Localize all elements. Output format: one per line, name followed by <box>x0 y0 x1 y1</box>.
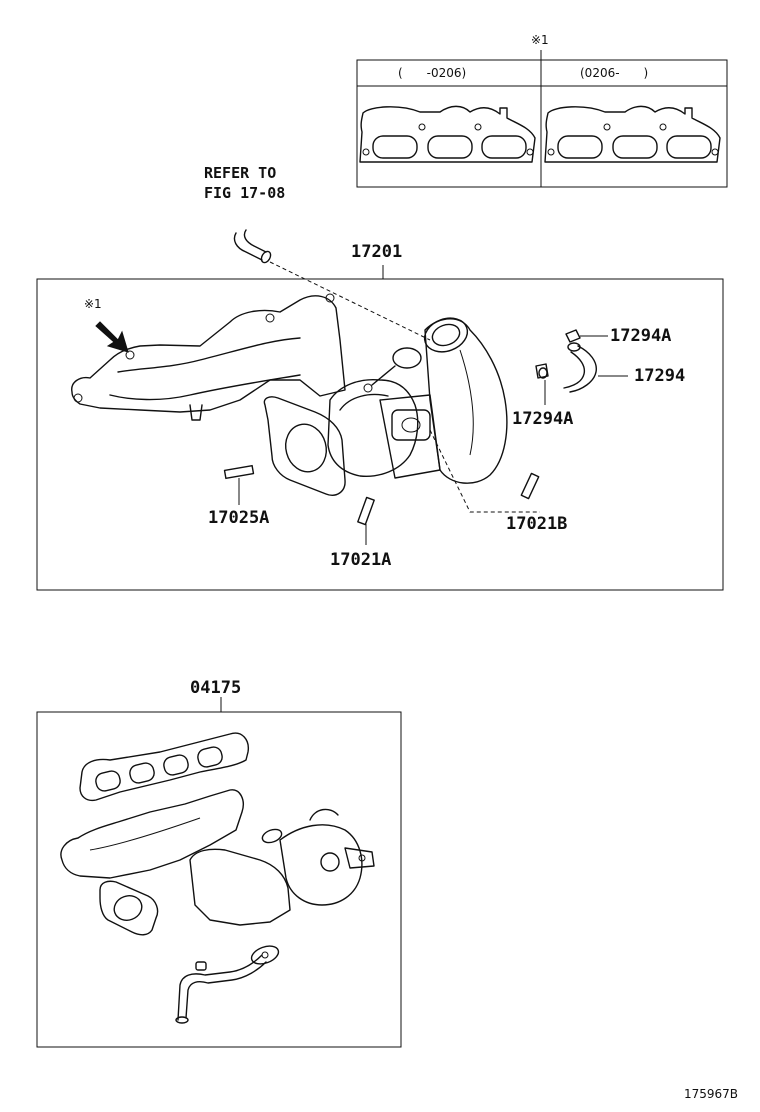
stud-17021a-drawing <box>357 496 375 545</box>
refer-line1: REFER TO <box>204 164 277 182</box>
gasket-kit-box <box>36 697 402 1048</box>
variant-col2-label: (0206- ) <box>580 66 649 80</box>
label-17294a-top: 17294A <box>610 326 672 346</box>
gasket-late-drawing <box>544 105 721 163</box>
label-17021b: 17021B <box>506 514 568 534</box>
note-marker-arrow: ※1 <box>84 297 102 311</box>
label-17021a: 17021A <box>330 550 392 570</box>
turbo-manifold-drawing <box>71 293 540 513</box>
turbo-assembly-box <box>36 265 724 591</box>
label-17201: 17201 <box>351 242 403 262</box>
variant-col1-label: ( -0206) <box>398 66 467 80</box>
label-17294a-bottom: 17294A <box>512 409 574 429</box>
stud-17025a-drawing <box>223 464 255 505</box>
stud-17021b-drawing <box>520 472 540 500</box>
label-17294: 17294 <box>634 366 686 386</box>
refer-line2: FIG 17-08 <box>204 184 286 202</box>
arrow-icon <box>95 321 129 353</box>
gasket-early-drawing <box>359 105 536 163</box>
label-17025a: 17025A <box>208 508 270 528</box>
figure-number: 175967B <box>684 1087 739 1101</box>
gasket-kit-drawing <box>60 732 375 1024</box>
reference-pipe-drawing <box>233 229 431 341</box>
label-04175: 04175 <box>190 678 242 698</box>
note-marker: ※1 <box>531 33 549 47</box>
hose-drawing <box>535 329 628 405</box>
variant-table <box>356 50 728 188</box>
